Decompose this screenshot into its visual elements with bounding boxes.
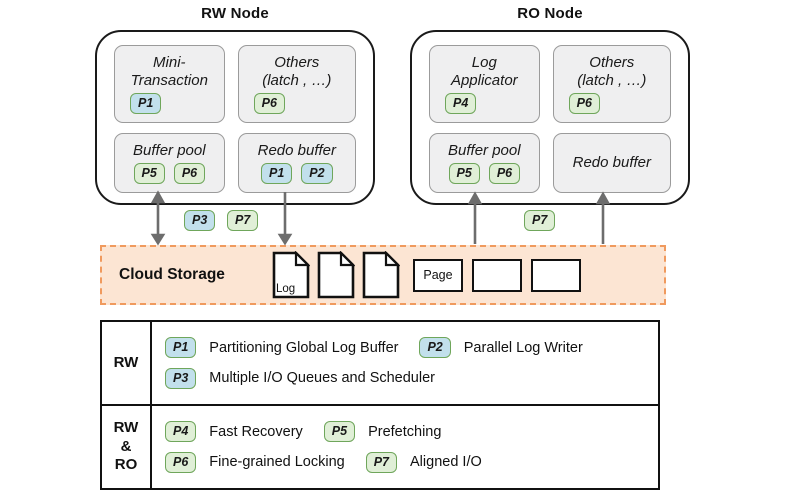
p-badge: P3 (184, 210, 216, 231)
p-badge: P7 (227, 210, 259, 231)
log-file-group: Log (272, 251, 400, 299)
page-icon: Page (413, 258, 463, 292)
cloud-storage: Cloud Storage Log Page (100, 245, 666, 305)
log-file-label: Log (276, 283, 295, 295)
p-badge: P7 (524, 210, 556, 231)
cloud-storage-label: Cloud Storage (119, 266, 225, 283)
component-log-applicator: Log Applicator P4 (429, 45, 540, 123)
log-file-icon (317, 251, 355, 299)
arrowhead-down (150, 233, 166, 246)
legend-item-text: Fine-grained Locking (209, 454, 345, 471)
component-label: Others (latch , …) (577, 54, 647, 90)
p-badge: P2 (301, 162, 333, 184)
p-badge: P1 (165, 337, 197, 359)
component-redo-buffer-rw: Redo buffer P1 P2 (237, 133, 356, 193)
p-badge: P6 (165, 451, 197, 473)
legend-line: P1 Partitioning Global Log Buffer P2 Par… (165, 337, 658, 359)
legend-line: P3 Multiple I/O Queues and Scheduler (165, 367, 658, 389)
page-icon (472, 258, 522, 292)
p-badge: P5 (323, 421, 356, 443)
p-badge: P1 (130, 92, 162, 114)
p-badge: P4 (165, 421, 197, 443)
legend-item-text: Aligned I/O (410, 454, 482, 471)
legend-item-text: Prefetching (368, 423, 442, 440)
rw-node-title: RW Node (201, 5, 269, 22)
log-file-icon (362, 251, 400, 299)
component-label: Buffer pool (133, 142, 206, 160)
p-badge: P1 (261, 162, 293, 184)
p-badge: P6 (253, 92, 285, 114)
component-label: Mini- Transaction (130, 54, 208, 90)
p-badge: P6 (173, 162, 206, 184)
legend-row-header: RW & RO (102, 406, 152, 488)
p-badge: P3 (165, 367, 197, 389)
p-badge: P6 (488, 162, 521, 184)
p-badge: P5 (448, 162, 480, 184)
p-badge: P5 (133, 162, 165, 184)
page-group: Page (413, 258, 581, 292)
component-redo-buffer-ro: Redo buffer (552, 133, 671, 193)
component-label: Redo buffer (257, 142, 336, 160)
legend-row-rw: RW P1 Partitioning Global Log Buffer P2 … (102, 322, 658, 404)
component-buffer-pool-rw: Buffer pool P5 P6 (114, 133, 225, 193)
legend-line: P6 Fine-grained Locking P7 Aligned I/O (165, 451, 658, 473)
component-label: Log Applicator (450, 54, 518, 90)
component-others-ro: Others (latch , …) P6 (552, 45, 671, 123)
legend-table: RW P1 Partitioning Global Log Buffer P2 … (100, 320, 660, 490)
legend-item-text: Partitioning Global Log Buffer (209, 339, 399, 356)
p-badge: P4 (445, 92, 477, 114)
p-badge: P7 (365, 451, 398, 473)
component-buffer-pool-ro: Buffer pool P5 P6 (429, 133, 540, 193)
component-label: Others (latch , …) (262, 54, 332, 90)
rw-node-box: Mini- Transaction P1 Others (latch , …) … (95, 30, 375, 205)
p-badge: P2 (419, 337, 451, 359)
component-label: Redo buffer (572, 154, 651, 172)
legend-item-text: Parallel Log Writer (463, 339, 583, 356)
page-icon (531, 258, 581, 292)
legend-item-text: Multiple I/O Queues and Scheduler (209, 370, 435, 387)
ro-node-title: RO Node (517, 5, 583, 22)
legend-row-rw-ro: RW & RO P4 Fast Recovery P5 Prefetching … (102, 404, 658, 488)
log-file-icon: Log (272, 251, 310, 299)
legend-line: P4 Fast Recovery P5 Prefetching (165, 421, 658, 443)
arrowhead-down (277, 233, 293, 246)
legend-item-text: Fast Recovery (209, 423, 303, 440)
ro-node-box: Log Applicator P4 Others (latch , …) P6 … (410, 30, 690, 205)
legend-row-header: RW (102, 322, 152, 404)
p-badge: P6 (568, 92, 600, 114)
component-others-rw: Others (latch , …) P6 (237, 45, 356, 123)
component-label: Buffer pool (448, 142, 521, 160)
component-mini-transaction: Mini- Transaction P1 (114, 45, 225, 123)
